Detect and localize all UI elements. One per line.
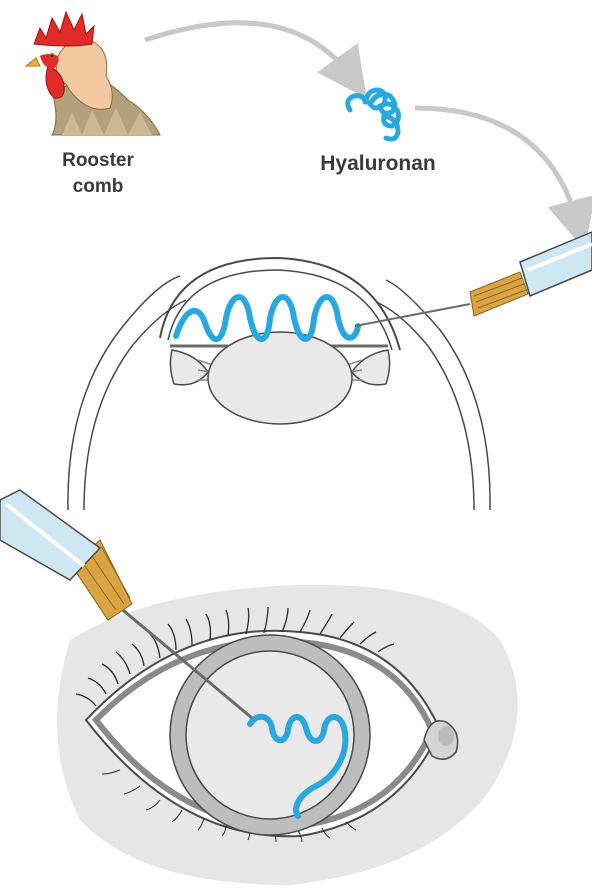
rooster-comb-label-line1: Rooster bbox=[48, 150, 148, 172]
hyaluronan-coil-icon bbox=[348, 90, 399, 139]
hyaluronan-in-chamber bbox=[176, 297, 358, 339]
syringe-icon bbox=[355, 232, 592, 326]
rooster-comb-label-line2: comb bbox=[48, 176, 148, 198]
rooster-head-icon bbox=[26, 12, 160, 135]
arrow-to-hyaluronan bbox=[145, 23, 352, 78]
hyaluronan-label: Hyaluronan bbox=[298, 152, 458, 176]
cornea-disk bbox=[186, 651, 354, 819]
